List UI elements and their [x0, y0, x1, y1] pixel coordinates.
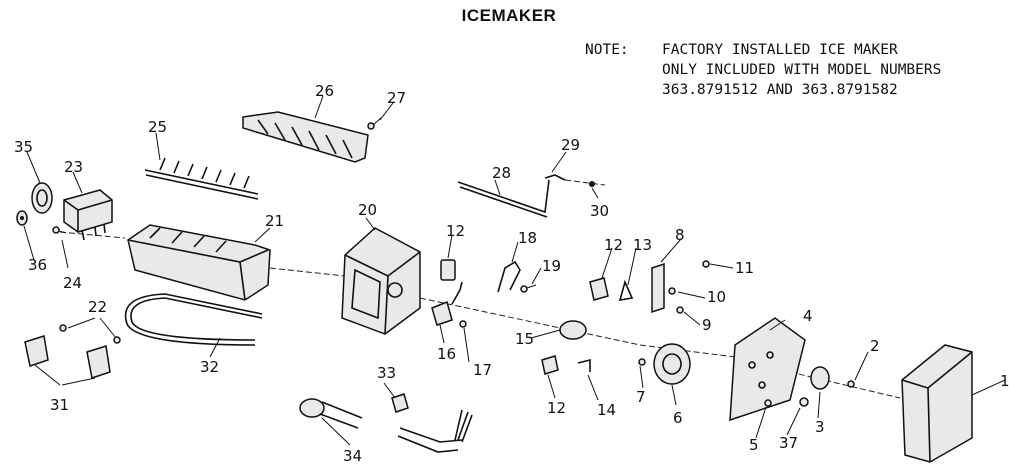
part-22-screws: [59, 324, 121, 344]
title-text: ICEMAKER: [461, 6, 557, 25]
callout-14: 14: [597, 401, 616, 419]
callout-22: 22: [88, 298, 107, 316]
part-1-cover: [901, 344, 973, 463]
callout-29: 29: [561, 136, 580, 154]
part-12-part-b: [589, 277, 609, 301]
callout-9: 9: [702, 316, 712, 334]
callout-31: 31: [50, 396, 69, 414]
callout-24: 24: [63, 274, 82, 292]
part-37-washer: [799, 397, 809, 407]
part-3-gear: [810, 366, 830, 390]
part-24-screw: [52, 226, 67, 234]
part-11-screw: [702, 260, 710, 268]
part-8-bracket: [651, 262, 665, 314]
part-31-brackets: [24, 335, 111, 379]
note-label: NOTE:: [585, 42, 629, 58]
part-20-housing: [341, 227, 421, 335]
part-23-switch: [63, 189, 113, 241]
callout-7: 7: [636, 388, 646, 406]
part-6-motor: [653, 343, 691, 385]
callout-6: 6: [673, 409, 683, 427]
part-29-arm-end: [544, 174, 566, 181]
part-10-screw: [668, 287, 676, 295]
callout-32: 32: [200, 358, 219, 376]
part-25-ejector: [144, 157, 259, 200]
callout-5: 5: [749, 436, 759, 454]
callout-4: 4: [803, 307, 813, 325]
diagram-title: ICEMAKER: [0, 6, 1024, 26]
callout-15: 15: [515, 330, 534, 348]
part-12-part-c: [541, 355, 559, 375]
callout-27: 27: [387, 89, 406, 107]
part-2-screw: [847, 380, 855, 388]
part-32-heater: [124, 293, 263, 346]
callout-37: 37: [779, 434, 798, 452]
assembly-axis-4: [564, 179, 606, 186]
part-18-arm: [497, 260, 521, 293]
callout-23: 23: [64, 158, 83, 176]
callout-26: 26: [315, 82, 334, 100]
callout-8: 8: [675, 226, 685, 244]
note-block: NOTE: FACTORY INSTALLED ICE MAKER ONLY I…: [585, 40, 1015, 140]
part-34-fill-tube: [299, 398, 363, 429]
callout-10: 10: [707, 288, 726, 306]
callout-3: 3: [815, 418, 825, 436]
part-19-screw: [520, 284, 537, 293]
note-line-3: 363.8791512 AND 363.8791582: [662, 82, 898, 98]
assembly-axis-1: [269, 267, 346, 277]
callout-36: 36: [28, 256, 47, 274]
assembly-axis-2: [419, 297, 736, 358]
note-line-1: FACTORY INSTALLED ICE MAKER: [662, 42, 898, 58]
note-line-2: ONLY INCLUDED WITH MODEL NUMBERS: [662, 62, 942, 78]
part-17-screw: [459, 320, 467, 328]
part-14-clip: [577, 358, 591, 372]
assembly-axis-3: [789, 371, 901, 399]
part-35-ring: [31, 182, 53, 214]
part-4-plate: [729, 317, 806, 422]
part-7-screw: [638, 358, 646, 366]
callout-25: 25: [148, 118, 167, 136]
callout-34: 34: [343, 447, 362, 465]
callout-18: 18: [518, 229, 537, 247]
part-16-bracket: [431, 281, 463, 326]
part-21-mold: [127, 224, 271, 301]
callout-28: 28: [492, 164, 511, 182]
callout-13: 13: [633, 236, 652, 254]
callout-30: 30: [590, 202, 609, 220]
part-26-stripper: [242, 111, 369, 163]
callout-11: 11: [735, 259, 754, 277]
part-27-screw: [367, 117, 382, 130]
callout-12-a: 12: [446, 222, 465, 240]
assembly-axis-5: [59, 231, 126, 239]
callout-35: 35: [14, 138, 33, 156]
part-5-screw: [764, 399, 772, 407]
callout-12-b: 12: [604, 236, 623, 254]
part-12-part-a: [440, 259, 456, 281]
part-28-rod: [457, 179, 550, 218]
part-33-clip: [391, 393, 409, 413]
callout-21: 21: [265, 212, 284, 230]
part-15-coupler: [559, 320, 587, 340]
callout-2: 2: [870, 337, 880, 355]
callout-20: 20: [358, 201, 377, 219]
callout-33: 33: [377, 364, 396, 382]
callout-16: 16: [437, 345, 456, 363]
part-30-nut: [589, 181, 595, 187]
part-9-screw: [676, 306, 684, 314]
part-36-washer: [16, 210, 28, 226]
callout-17: 17: [473, 361, 492, 379]
callout-12-c: 12: [547, 399, 566, 417]
callout-1: 1: [1000, 372, 1010, 390]
wire-harness: [397, 409, 473, 453]
callout-19: 19: [542, 257, 561, 275]
part-13-clip: [618, 279, 634, 301]
